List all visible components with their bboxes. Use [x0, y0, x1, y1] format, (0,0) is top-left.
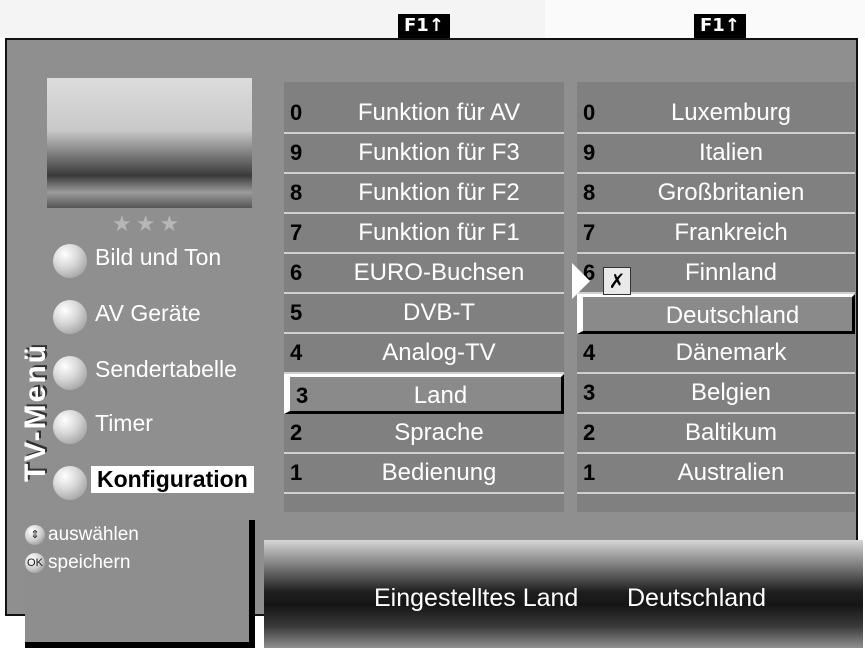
menu-ball-icon [53, 244, 87, 278]
top-background-left [0, 0, 545, 38]
config-row[interactable]: 0 Funktion für AV [284, 94, 564, 134]
row-number: 6 [290, 260, 303, 285]
config-row[interactable]: 6 EURO-Buchsen [284, 254, 564, 294]
row-label: Luxemburg [670, 99, 792, 126]
row-number: 8 [583, 180, 596, 205]
row-label: Funktion für F1 [358, 219, 520, 246]
side-menu-item-av-geraete[interactable]: AV Geräte [53, 296, 283, 334]
config-row[interactable]: 2 Sprache [284, 414, 564, 454]
row-number: 4 [290, 340, 303, 365]
country-row[interactable]: 0 Luxemburg [577, 94, 855, 134]
row-number: 5 [290, 300, 303, 325]
country-row[interactable]: 2 Baltikum [577, 414, 855, 454]
country-row[interactable]: 4 Dänemark [577, 334, 855, 374]
row-number: 2 [290, 420, 303, 445]
row-label: Analog-TV [382, 339, 496, 366]
row-label: Großbritanien [657, 179, 805, 206]
country-row-selected[interactable]: Deutschland [577, 294, 855, 334]
row-label: Baltikum [684, 419, 778, 446]
row-number: 7 [290, 220, 303, 245]
f1-up-indicator-left: F1↑ [398, 14, 450, 38]
row-number: 4 [583, 340, 596, 365]
status-label: Eingestelltes Land [374, 584, 579, 612]
country-row[interactable]: 8 Großbritanien [577, 174, 855, 214]
side-menu-item-label: Bild und Ton [95, 244, 222, 270]
config-row[interactable]: 1 Bedienung [284, 454, 564, 494]
row-number: 3 [583, 380, 596, 405]
checkmark-icon: ✗ [603, 267, 631, 295]
row-label: Finnland [684, 259, 778, 286]
up-down-arrow-icon: ⇕ [25, 524, 45, 545]
row-number: 1 [583, 460, 596, 485]
row-number: 3 [296, 383, 309, 408]
country-row[interactable]: 9 Italien [577, 134, 855, 174]
country-row[interactable]: 3 Belgien [577, 374, 855, 414]
row-label: Funktion für F2 [358, 179, 520, 206]
row-label: DVB-T [403, 299, 475, 326]
row-number: 7 [583, 220, 596, 245]
country-list: 0 Luxemburg 9 Italien 8 Großbritanien 7 Fran… [577, 82, 855, 512]
row-number: 8 [290, 180, 303, 205]
config-row[interactable]: 7 Funktion für F1 [284, 214, 564, 254]
side-menu-item-label: Konfiguration [91, 466, 254, 493]
config-row[interactable]: 5 DVB-T [284, 294, 564, 334]
row-label: Dänemark [675, 339, 787, 366]
row-label: Funktion für AV [357, 99, 521, 126]
side-menu-item-label: Timer [95, 410, 153, 436]
side-menu-item-sendertabelle[interactable]: Sendertabelle [53, 352, 283, 390]
help-save-label: speichern [48, 552, 131, 573]
side-menu-item-label: Sendertabelle [95, 356, 237, 382]
menu-title: TV-Menü [19, 343, 52, 482]
menu-ball-icon [53, 410, 87, 444]
f1-up-indicator-right: F1↑ [694, 14, 746, 38]
side-menu-item-timer[interactable]: Timer [53, 406, 283, 444]
config-row[interactable]: 8 Funktion für F2 [284, 174, 564, 214]
help-select-line: ⇕auswählen [25, 524, 139, 546]
row-number: 9 [583, 140, 596, 165]
row-label: EURO-Buchsen [353, 259, 525, 286]
help-select-label: auswählen [48, 524, 139, 545]
row-label: Funktion für F3 [358, 139, 520, 166]
country-row[interactable]: 7 Frankreich [577, 214, 855, 254]
status-bar: Eingestelltes Land Deutschland [264, 540, 863, 648]
rating-stars: ★★★ [112, 212, 184, 237]
row-number: 0 [583, 100, 596, 125]
ok-button-icon: OK [25, 552, 45, 573]
menu-ball-icon [53, 300, 87, 334]
preview-image [47, 78, 252, 208]
row-label: Bedienung [381, 459, 497, 486]
row-label: Belgien [690, 379, 772, 406]
status-value: Deutschland [627, 584, 766, 612]
row-number: 1 [290, 460, 303, 485]
row-label: Australien [677, 459, 785, 486]
menu-frame: ★★★ TV-Menü Bild und Ton AV Geräte Sende… [5, 38, 863, 648]
menu-ball-icon [53, 356, 87, 390]
config-row-selected[interactable]: 3 Land [284, 374, 564, 414]
side-menu-item-konfiguration[interactable]: Konfiguration [53, 462, 283, 500]
config-row[interactable]: 9 Funktion für F3 [284, 134, 564, 174]
row-label: Frankreich [674, 219, 788, 246]
side-menu-item-label: AV Geräte [95, 300, 201, 326]
row-label: Deutschland [665, 302, 800, 329]
row-number: 0 [290, 100, 303, 125]
row-label: Land [413, 382, 468, 409]
row-number: 9 [290, 140, 303, 165]
row-label: Italien [698, 139, 764, 166]
selection-pointer-icon [572, 263, 590, 299]
row-label: Sprache [394, 419, 484, 446]
config-row[interactable]: 4 Analog-TV [284, 334, 564, 374]
side-menu-item-bild-und-ton[interactable]: Bild und Ton [53, 240, 283, 278]
country-row[interactable]: 1 Australien [577, 454, 855, 494]
row-number: 2 [583, 420, 596, 445]
menu-ball-icon [53, 466, 87, 500]
